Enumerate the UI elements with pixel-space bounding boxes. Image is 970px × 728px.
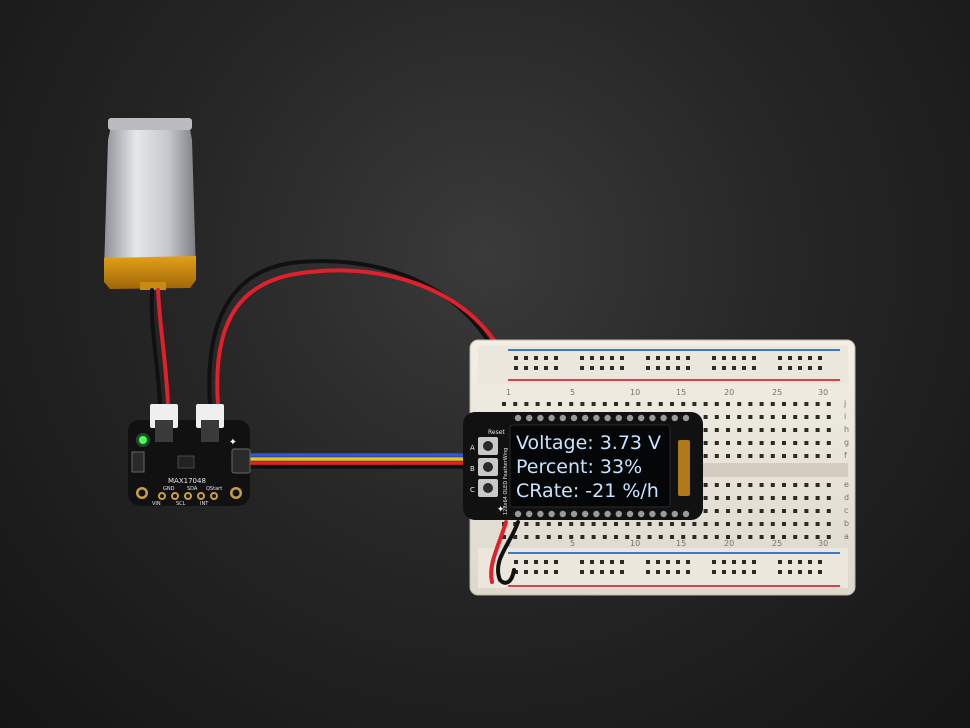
row-letter-i: i	[844, 412, 846, 421]
row-letter-d: d	[844, 493, 849, 502]
oled-featherwing: A B C Reset 128x64 OLED FeatherWing Volt…	[463, 412, 703, 520]
column-number-20-bottom: 20	[724, 539, 734, 548]
breadboard-jumper-wires	[489, 520, 520, 585]
lipo-battery	[104, 118, 196, 290]
row-letter-c: c	[844, 506, 848, 515]
pin-label-scl: SCL	[176, 501, 186, 507]
row-letter-e: e	[844, 480, 849, 489]
column-number-1: 1	[506, 388, 511, 397]
row-letter-b: b	[844, 519, 849, 528]
button-label-c: C	[470, 486, 475, 494]
column-number-10-bottom: 10	[630, 539, 640, 548]
button-label-b: B	[470, 465, 475, 473]
chip-label: MAX17048	[168, 477, 206, 485]
header-pins-bottom	[514, 510, 690, 518]
row-letter-j: j	[843, 399, 846, 408]
button-label-a: A	[470, 444, 475, 452]
pin-label-qstart: QStart	[206, 486, 222, 492]
oled-line-percent: Percent: 33%	[516, 456, 642, 478]
row-letter-h: h	[844, 425, 849, 434]
header-pins-top	[514, 414, 690, 422]
power-led-icon	[139, 436, 147, 444]
button-b	[478, 458, 498, 476]
row-letter-a: a	[844, 532, 849, 541]
max17048-board: MAX17048 GND SDA QStart VIN SCL INT ✦	[128, 404, 251, 507]
column-number-5-bottom: 5	[570, 539, 575, 548]
breadboard-labels: 1 5 10 15 20 25 30 1 5 10 15 20 25 30 j …	[506, 388, 849, 548]
pin-label-vin: VIN	[152, 501, 161, 507]
pin-label-sda: SDA	[187, 486, 198, 492]
column-number-15: 15	[676, 388, 686, 397]
oled-flex-connector	[678, 440, 690, 496]
column-number-30: 30	[818, 388, 828, 397]
column-number-15-bottom: 15	[676, 539, 686, 548]
row-letter-f: f	[844, 451, 847, 460]
column-number-25: 25	[772, 388, 782, 397]
battery-lead-wires	[149, 288, 170, 407]
column-number-10: 10	[630, 388, 640, 397]
jst-to-feather-wires	[207, 259, 520, 407]
button-a	[478, 437, 498, 455]
adafruit-star-icon: ✦	[229, 434, 237, 449]
column-number-5: 5	[570, 388, 575, 397]
pin-label-int: INT	[200, 501, 209, 507]
pin-label-gnd: GND	[163, 486, 175, 492]
wing-side-label: 128x64 OLED FeatherWing	[503, 448, 509, 515]
row-letter-g: g	[844, 438, 849, 447]
stemma-qt-cable	[248, 453, 468, 469]
column-number-25-bottom: 25	[772, 539, 782, 548]
button-c	[478, 479, 498, 497]
column-number-20: 20	[724, 388, 734, 397]
pin-pads	[158, 492, 218, 500]
column-number-30-bottom: 30	[818, 539, 828, 548]
oled-line-voltage: Voltage: 3.73 V	[516, 432, 661, 454]
oled-line-crate: CRate: -21 %/h	[516, 480, 659, 502]
oled-display	[509, 424, 671, 508]
reset-label: Reset	[488, 429, 505, 436]
max17048-chip	[177, 455, 195, 469]
adafruit-star-icon: ✦	[497, 501, 504, 515]
stemma-qt-connector	[231, 448, 251, 474]
